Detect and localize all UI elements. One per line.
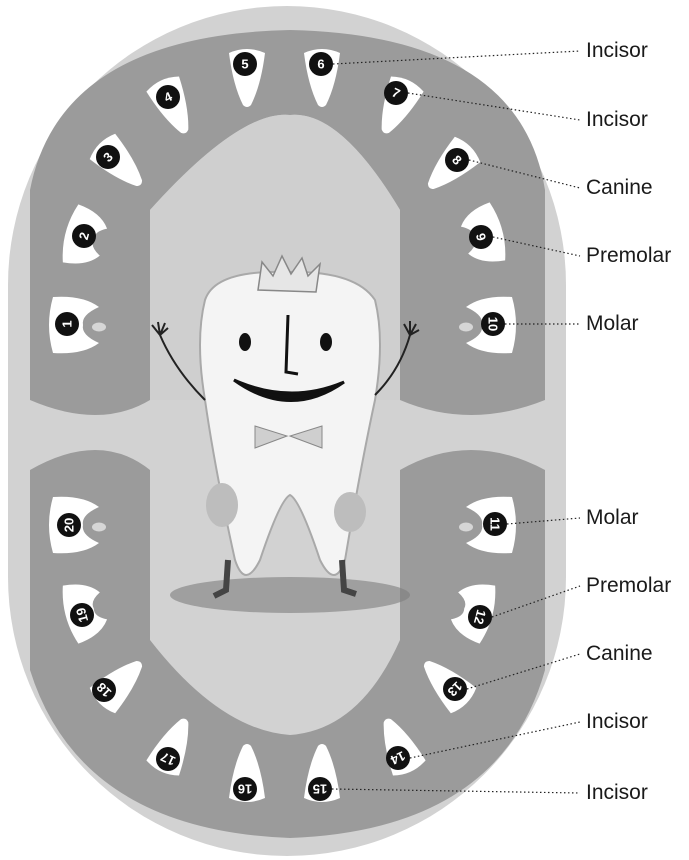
tooth-number: 16 [238, 782, 252, 797]
tooth-number: 1 [60, 320, 75, 327]
tooth-spot [92, 523, 106, 532]
tooth-type-label: Incisor [586, 781, 648, 804]
right-knee [334, 492, 366, 532]
tooth-type-label: Canine [586, 176, 653, 199]
tooth-number: 6 [317, 57, 324, 72]
tooth-type-label: Molar [586, 312, 639, 335]
tooth-spot [459, 523, 473, 532]
left-knee [206, 483, 238, 527]
tooth-type-label: Incisor [586, 710, 648, 733]
tooth-type-label: Molar [586, 506, 639, 529]
tooth-number: 15 [313, 782, 327, 797]
right-eye [320, 333, 332, 351]
tooth-spot [459, 323, 473, 332]
tooth-type-label: Incisor [586, 39, 648, 62]
tooth-number: 5 [241, 57, 248, 72]
left-eye [239, 333, 251, 351]
tooth-type-label: Premolar [586, 244, 671, 267]
tooth-type-label: Premolar [586, 574, 671, 597]
tooth-number: 20 [62, 518, 77, 532]
tooth-number: 11 [488, 517, 503, 531]
tooth-number: 10 [486, 317, 501, 331]
mascot-shadow [170, 577, 410, 613]
tooth-spot [92, 323, 106, 332]
tooth-type-label: Canine [586, 642, 653, 665]
tooth-type-label: Incisor [586, 108, 648, 131]
